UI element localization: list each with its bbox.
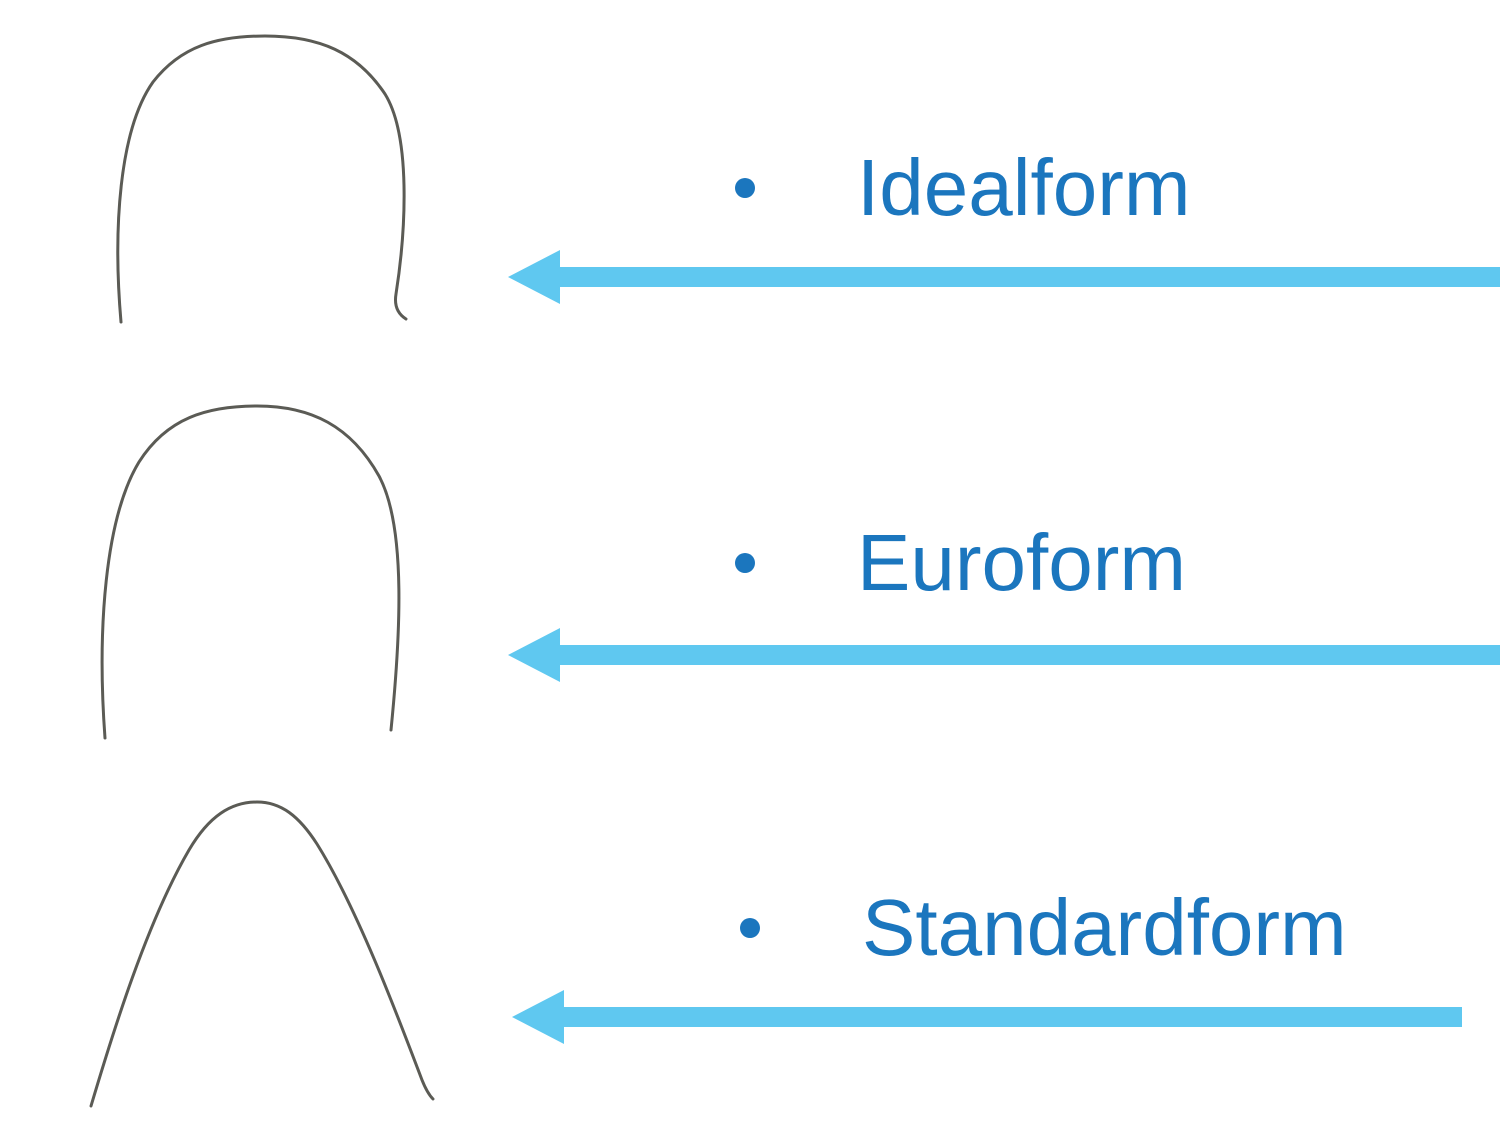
bullet-item-standardform: Standardform: [740, 888, 1347, 968]
bullet-item-idealform: Idealform: [735, 148, 1190, 228]
archwire-euroform-icon: [100, 404, 401, 740]
bullet-label-euroform: Euroform: [857, 518, 1186, 607]
bullet-icon: [740, 918, 760, 938]
archwire-standardform-icon: [89, 800, 435, 1108]
left-arrow-idealform-icon: [508, 250, 1500, 304]
bullet-icon: [735, 553, 755, 573]
archwire-idealform-icon: [116, 34, 408, 324]
left-arrow-standardform-icon: [512, 990, 1462, 1044]
bullet-label-standardform: Standardform: [862, 883, 1347, 972]
left-arrow-euroform-icon: [508, 628, 1500, 682]
bullet-icon: [735, 178, 755, 198]
bullet-item-euroform: Euroform: [735, 523, 1186, 603]
bullet-label-idealform: Idealform: [857, 143, 1191, 232]
